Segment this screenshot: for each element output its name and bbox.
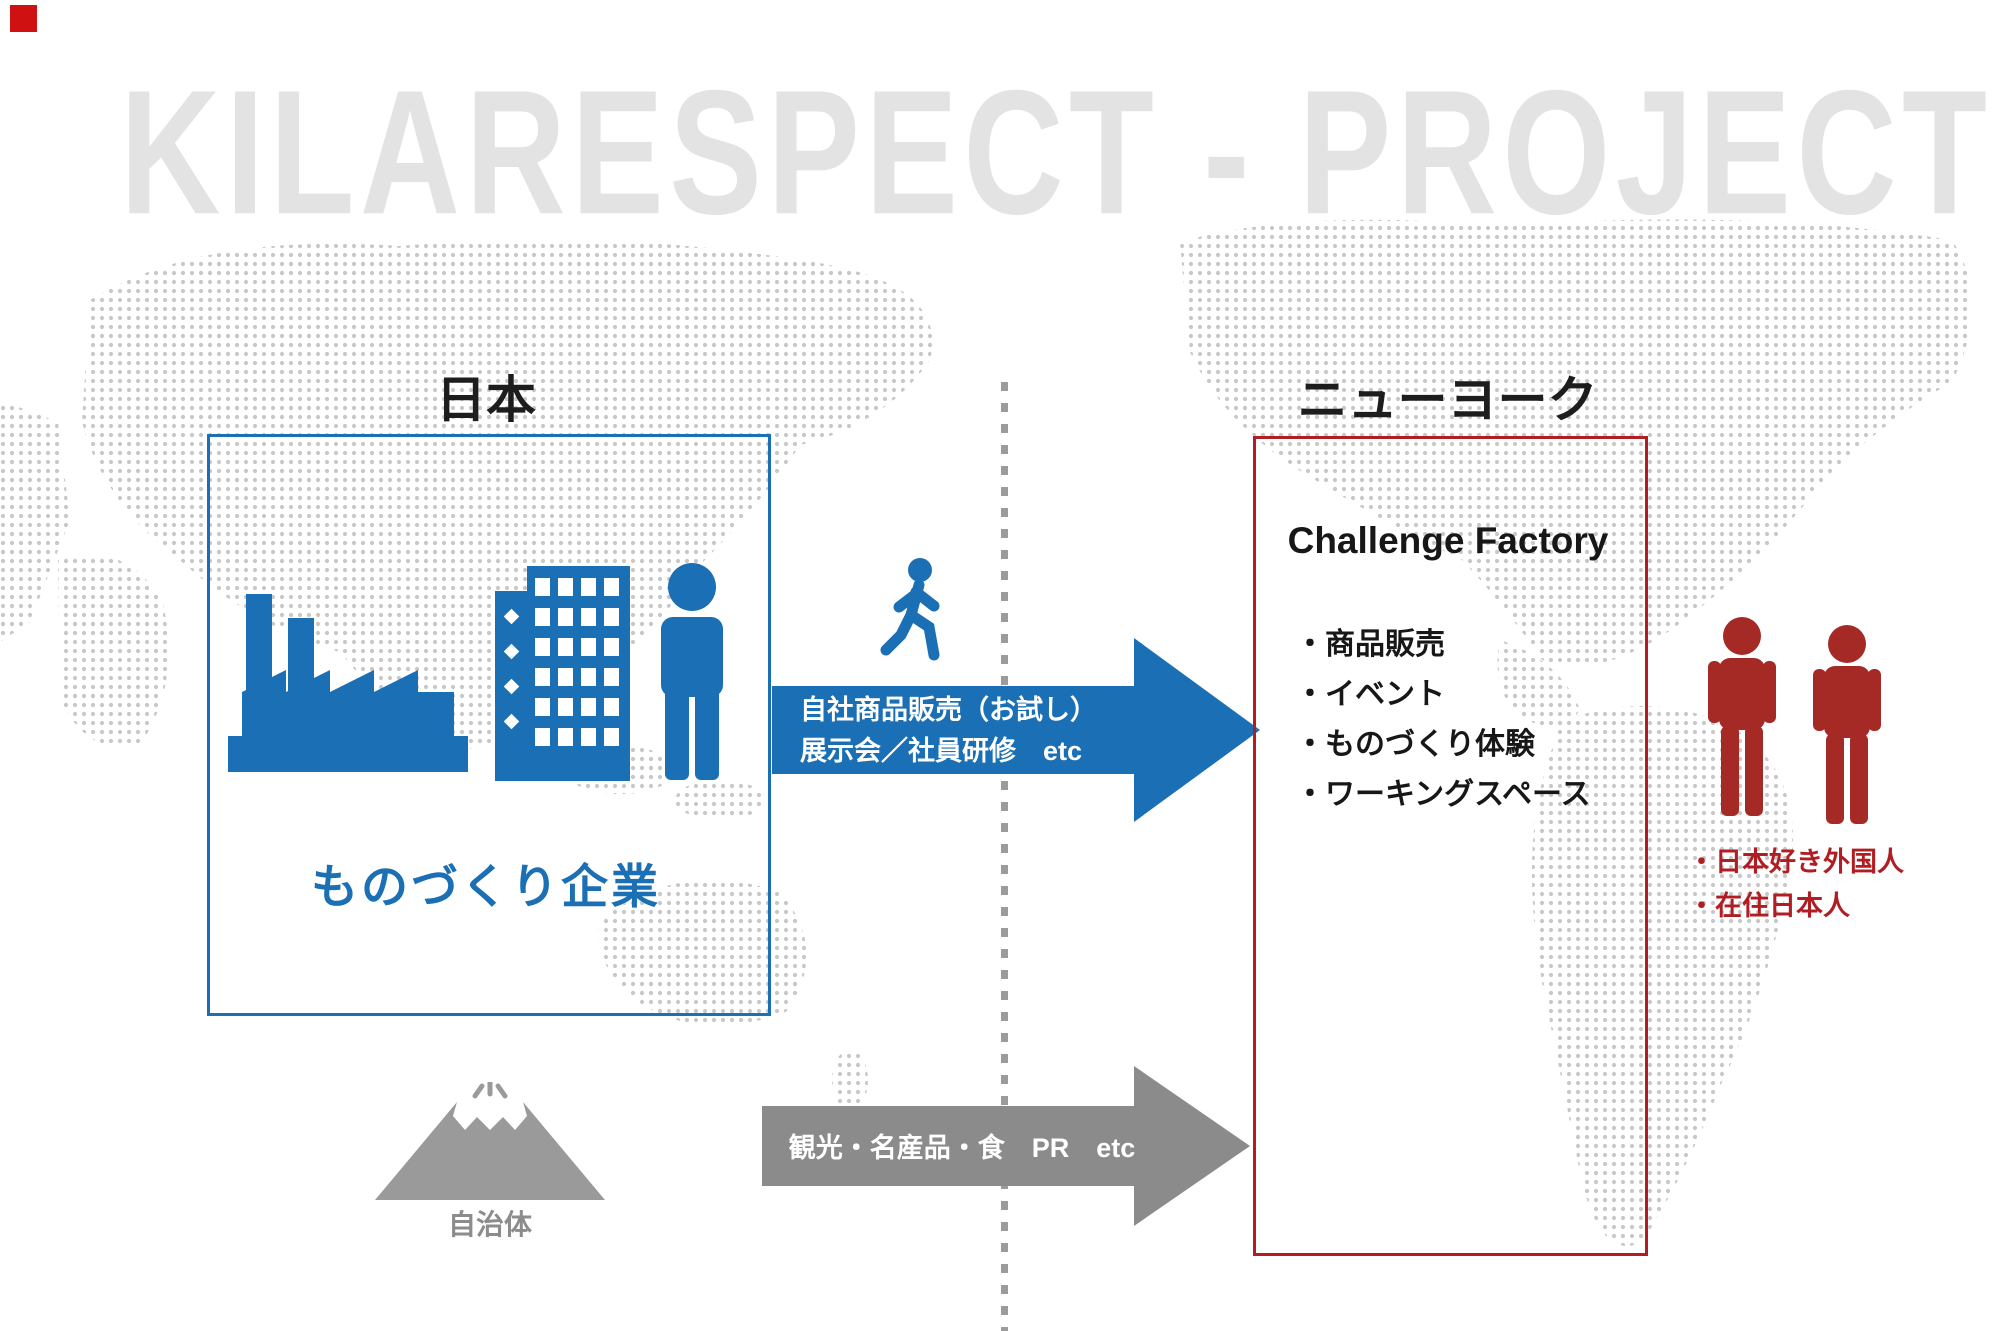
blue-arrow-line1: 自社商品販売（お試し） [800,695,1097,725]
blue-arrow-text: 自社商品販売（お試し） 展示会／社員研修 etc [800,690,1140,772]
audience-item: ・在住日本人 [1688,891,1850,921]
audience-text: ・日本好き外国人 ・在住日本人 [1688,840,1978,928]
red-corner-marker [10,5,37,32]
list-item: ・ものづくり体験 [1295,728,1535,761]
challenge-factory-title: Challenge Factory [1287,520,1609,561]
blue-arrow-line2: 展示会／社員研修 etc [800,736,1083,766]
challenge-factory-list: ・商品販売 ・イベント ・ものづくり体験 ・ワーキングスペース [1295,620,1625,820]
building-icon [495,566,630,781]
person-icon-blue [661,563,723,780]
list-item: ・ワーキングスペース [1295,778,1591,811]
municipality-label: 自治体 [447,1209,532,1240]
gray-arrow [762,1066,1250,1226]
list-item: ・商品販売 [1295,628,1445,661]
mount-fuji-icon [375,1082,605,1200]
walking-person-icon [880,558,940,661]
japan-label: 日本 [436,372,536,428]
newyork-box [1253,436,1648,1256]
factory-icon [228,594,468,772]
project-title: KILARESPECT - PROJECT [120,54,1993,252]
audience-item: ・日本好き外国人 [1688,847,1904,877]
blue-arrow [772,638,1260,822]
newyork-label: ニューヨーク [1297,372,1598,428]
japan-caption: ものづくり企業 [311,860,661,913]
person-icons-red [1708,617,1881,824]
list-item: ・イベント [1295,678,1445,711]
vertical-divider [1001,382,1008,1331]
japan-box [207,434,771,1016]
gray-arrow-text: 観光・名産品・食 PR etc [788,1133,1136,1163]
